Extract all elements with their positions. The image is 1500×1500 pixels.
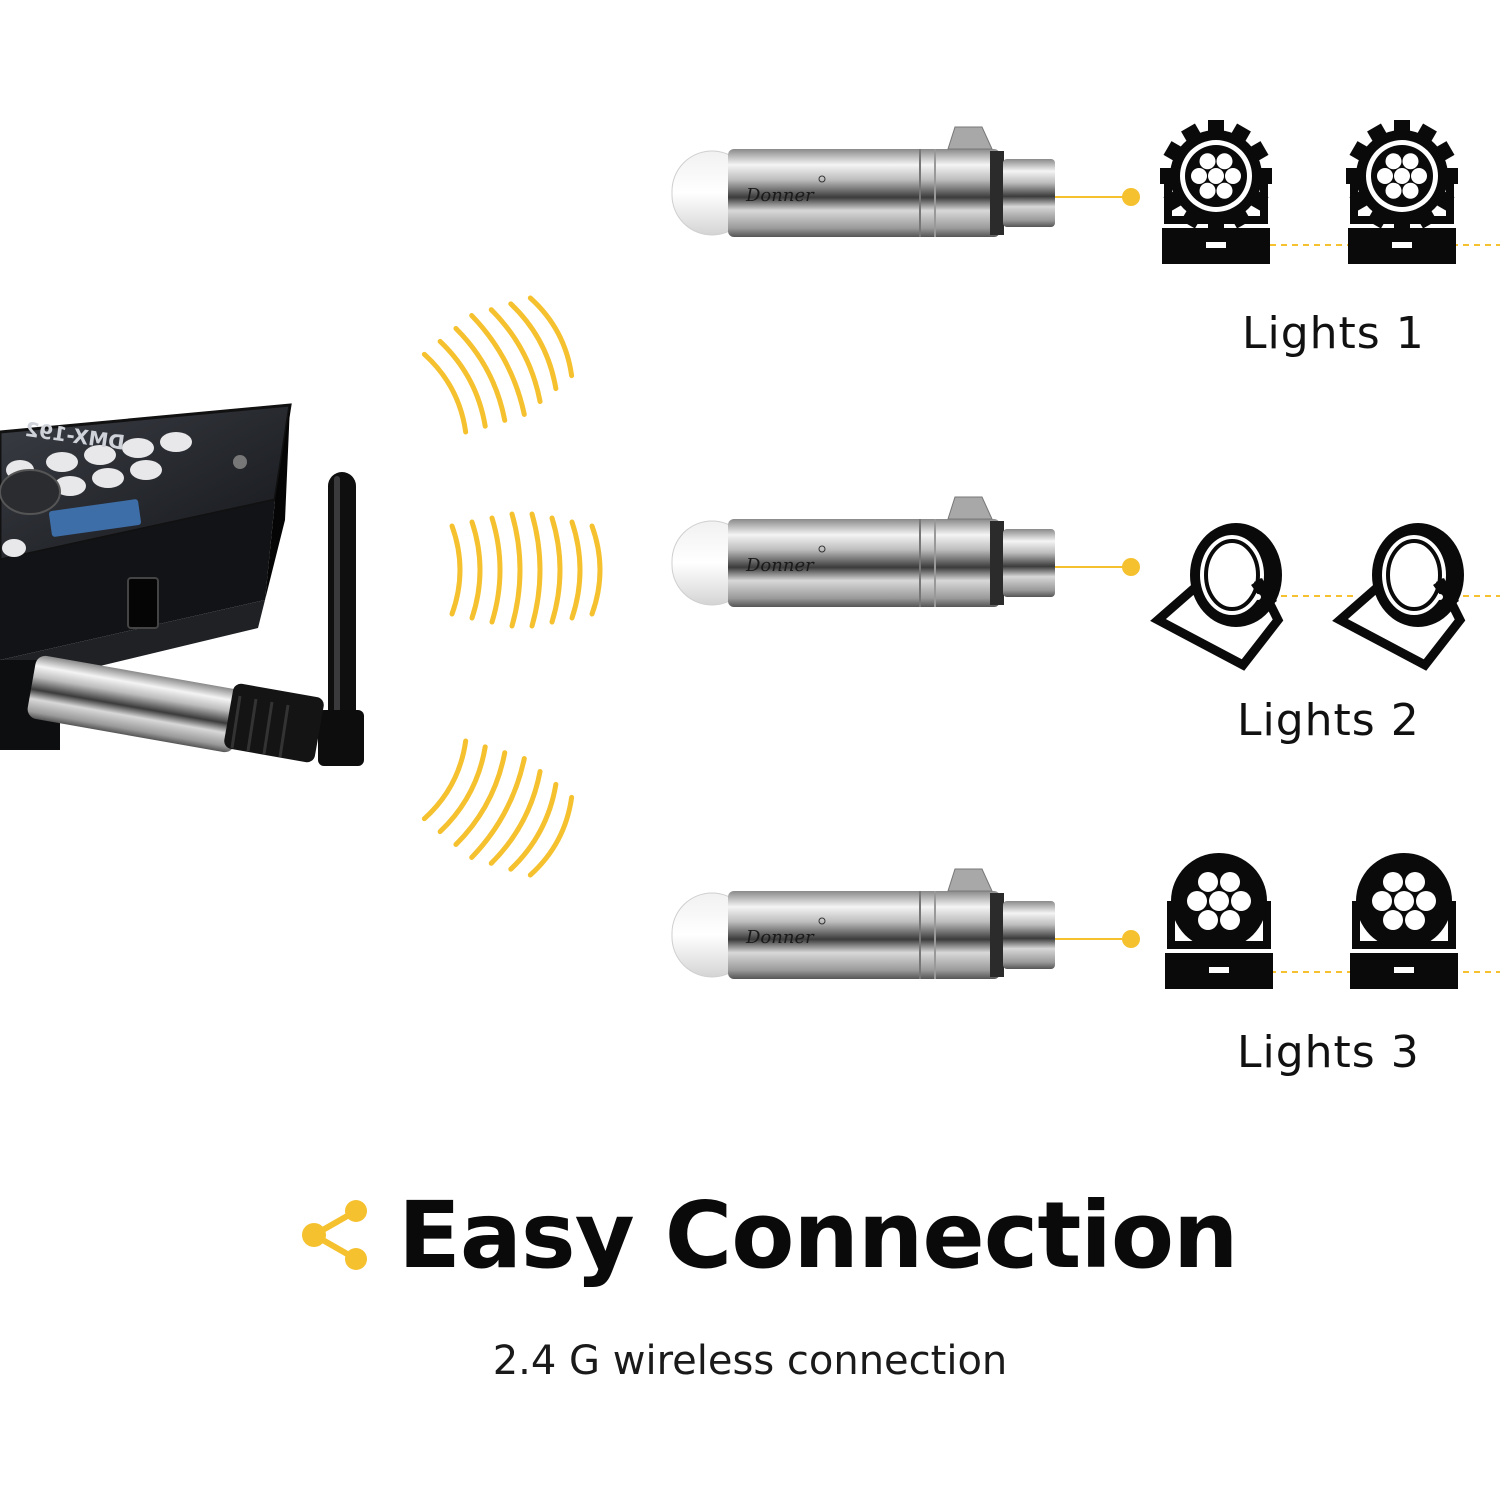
signal-arc: [508, 781, 559, 872]
wireless-signal-waves: [421, 295, 603, 878]
par-light-icon: [1150, 523, 1284, 671]
signal-arc: [488, 307, 543, 405]
signal-arc: [529, 511, 543, 629]
signal-arc: [469, 519, 483, 621]
signal-arc: [508, 301, 559, 392]
signal-arc: [527, 295, 575, 379]
receiver-brand-text: Donner: [745, 185, 815, 206]
signal-arc: [437, 744, 488, 835]
moving-head-light-icon: [1350, 853, 1458, 989]
dmx-controller: DMX-192: [0, 403, 364, 766]
share-icon: [302, 1200, 367, 1270]
receiver-brand-text: Donner: [745, 555, 815, 576]
connection-line: [1055, 188, 1140, 206]
signal-arc: [489, 515, 503, 625]
connection-dot: [1122, 930, 1140, 948]
headline-title: Easy Connection: [398, 1181, 1239, 1289]
receiver-brand-text: Donner: [745, 927, 815, 948]
connection-dot: [1122, 558, 1140, 576]
wireless-receiver: Donner: [671, 496, 1055, 607]
light-group-label: Lights 1: [1242, 308, 1425, 359]
signal-arc: [469, 313, 527, 417]
par-light-icon: [1332, 523, 1466, 671]
connection-line: [1055, 930, 1140, 948]
moving-head-light-icon: [1165, 853, 1273, 989]
signal-arc: [453, 750, 508, 848]
signal-arc: [509, 511, 523, 629]
signal-arc: [421, 351, 469, 435]
signal-arc-group: [421, 738, 575, 878]
signal-arc: [453, 325, 508, 423]
connection-dot: [1122, 188, 1140, 206]
subheadline: 2.4 G wireless connection: [492, 1338, 1008, 1384]
wireless-receiver: Donner: [671, 868, 1055, 979]
signal-arc-group: [421, 295, 575, 435]
connection-line: [1055, 558, 1140, 576]
light-group-label: Lights 3: [1237, 1027, 1420, 1078]
wireless-receiver: Donner: [671, 126, 1055, 237]
signal-arc: [549, 515, 563, 625]
signal-arc: [449, 523, 463, 617]
signal-arc: [488, 768, 543, 866]
signal-arc: [527, 794, 575, 878]
moving-head-light-icon: [1346, 120, 1458, 264]
signal-arc: [437, 338, 488, 429]
signal-arc: [589, 523, 603, 617]
signal-arc-group: [449, 511, 603, 629]
light-group-label: Lights 2: [1237, 695, 1420, 746]
moving-head-light-icon: [1160, 120, 1272, 264]
headline-row: Easy Connection: [300, 1182, 1239, 1289]
signal-arc: [421, 738, 469, 822]
signal-arc: [569, 519, 583, 621]
signal-arc: [469, 756, 527, 860]
